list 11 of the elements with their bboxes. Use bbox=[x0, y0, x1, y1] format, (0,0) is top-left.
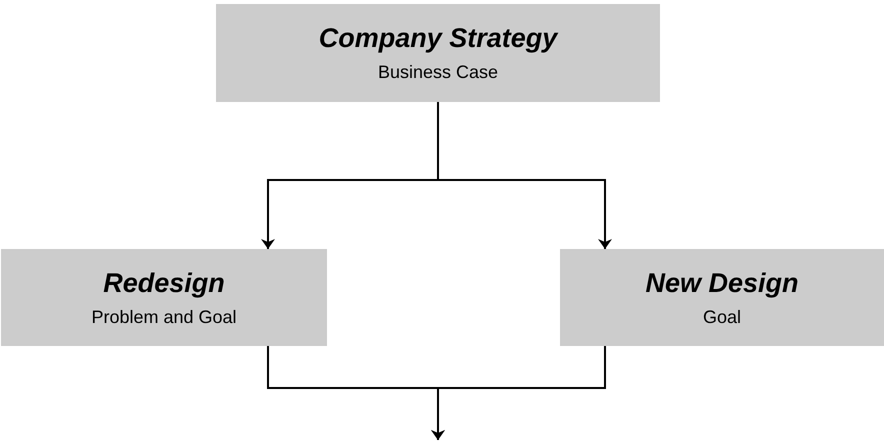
arrow bbox=[437, 102, 612, 249]
box-subtitle: Goal bbox=[702, 306, 742, 328]
box-subtitle: Problem and Goal bbox=[91, 306, 237, 328]
box-subtitle: Business Case bbox=[378, 61, 498, 84]
process-box bbox=[1, 249, 327, 346]
process-box bbox=[560, 249, 884, 346]
arrow bbox=[431, 346, 606, 440]
box-title: New Design bbox=[645, 266, 799, 298]
box-title: Redesign bbox=[103, 266, 225, 298]
box-title: Company Strategy bbox=[318, 22, 558, 54]
process-box bbox=[216, 4, 660, 102]
